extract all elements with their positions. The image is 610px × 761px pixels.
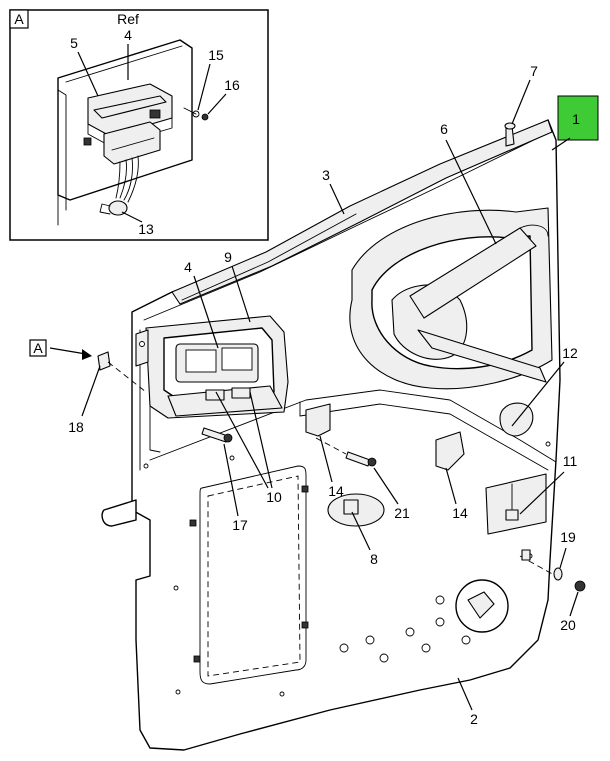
callout-6: 6 — [440, 121, 448, 137]
callout-19: 19 — [560, 529, 576, 545]
inset-callout-5: 5 — [70, 35, 78, 51]
speaker-cutout — [199, 465, 307, 685]
door-trim-panel — [101, 119, 561, 751]
fastener-bosses — [143, 441, 551, 697]
screw-17 — [201, 427, 229, 443]
callout-17: 17 — [232, 517, 248, 533]
screw-21 — [345, 451, 371, 467]
inset-letter-box — [9, 9, 29, 29]
clip-14-left — [305, 403, 331, 437]
inset-callout-16: 16 — [224, 77, 240, 93]
highlight-box — [557, 95, 599, 141]
callout-8: 8 — [370, 551, 378, 567]
inset-letter: A — [14, 11, 24, 27]
callout-7: 7 — [530, 63, 538, 79]
loose-hardware — [97, 351, 586, 592]
inset-ref-text: Ref — [117, 11, 139, 27]
callout-12: 12 — [562, 345, 578, 361]
inset-detail-a: A Ref 4 5 — [9, 9, 269, 241]
inset-callout-13: 13 — [138, 221, 154, 237]
highlight-part-1: 1 — [551, 95, 599, 151]
callout-20: 20 — [560, 617, 576, 633]
upper-trim-strap — [171, 119, 553, 305]
switch-bezel — [145, 315, 289, 453]
callout-10: 10 — [266, 489, 282, 505]
stud — [521, 549, 531, 561]
callout-18: 18 — [68, 419, 84, 435]
callout-2: 2 — [470, 711, 478, 727]
callout-14-left: 14 — [328, 483, 344, 499]
nut-20 — [574, 580, 586, 592]
callout-21: 21 — [394, 505, 410, 521]
view-marker-arrow — [82, 349, 92, 360]
view-marker-letter: A — [33, 340, 43, 356]
callout-3: 3 — [322, 167, 330, 183]
inset-switch-assembly — [57, 39, 209, 226]
inset-callout-15: 15 — [208, 47, 224, 63]
washer-19 — [553, 567, 563, 581]
callout-11: 11 — [563, 453, 578, 469]
inset-callout-4: 4 — [124, 27, 132, 43]
highlight-label: 1 — [572, 111, 580, 127]
clip-18 — [97, 351, 111, 371]
callout-14-right: 14 — [452, 505, 468, 521]
grab-handle-loop — [349, 207, 553, 390]
view-marker-box — [29, 339, 47, 357]
view-marker-a: A — [29, 339, 92, 360]
callouts: 7 6 3 9 4 12 18 10 17 14 21 14 11 8 19 2… — [68, 63, 579, 727]
callout-9: 9 — [224, 249, 232, 265]
callout-4: 4 — [184, 259, 192, 275]
clip-14-right — [435, 431, 465, 471]
